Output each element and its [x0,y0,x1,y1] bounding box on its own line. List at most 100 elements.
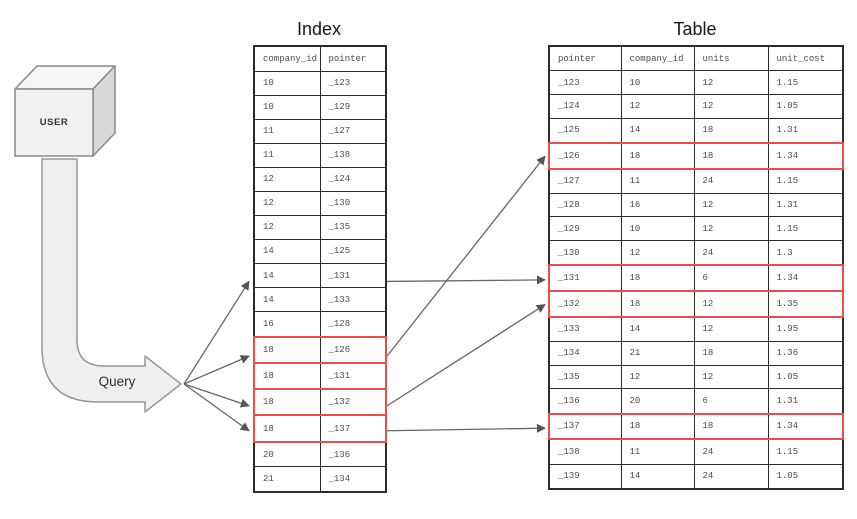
table-cell: _134 [319,466,387,493]
table-cell: _129 [548,216,622,242]
table-cell: _139 [548,463,622,490]
table-cell: 16 [620,192,695,218]
table-row-highlighted: 18_132 [253,388,387,417]
table-cell: 1.15 [767,438,844,465]
table-cell: 1.31 [767,388,844,415]
table-row: 21_134 [253,466,387,493]
table-cell: _123 [319,70,387,96]
table-cell: _134 [548,341,622,366]
table-cell: 18 [693,412,769,441]
table-cell: _138 [548,438,622,465]
table-cell: 12 [253,166,321,192]
table-cell: _133 [319,287,387,313]
table-cell: _131 [548,264,622,293]
table-cell: 1.05 [767,93,844,119]
table-cell: _124 [548,93,622,119]
index-to-table-arrows [386,155,546,433]
table-cell: 20 [253,441,321,468]
table-cell: 10 [253,94,321,120]
table-row: 10_129 [253,94,387,120]
index-to-table-arrow [386,275,546,285]
index-to-table-arrow [386,423,546,433]
column-header: units [693,45,769,72]
table-cell: 14 [253,287,321,313]
table-cell: _135 [319,214,387,240]
table-cell: 18 [620,141,695,170]
table-cell: 18 [253,361,321,391]
table-cell: _128 [319,311,387,338]
table-cell: _130 [319,190,387,216]
table-cell: 1.34 [767,264,844,293]
table-row: 12_124 [253,166,387,192]
query-to-index-arrow [183,355,250,385]
table-cell: 6 [693,264,769,293]
user-cube [14,65,116,157]
table-cell: 12 [693,70,769,95]
table-cell: _125 [319,238,387,265]
table-cell: 20 [620,388,695,415]
table-cell: _125 [548,117,622,144]
query-fan-arrows [183,280,250,432]
table-cell: 11 [253,118,321,144]
column-header: pointer [548,45,622,72]
table-cell: _132 [548,290,622,318]
table-cell: _123 [548,70,622,95]
table-cell: 1.05 [767,463,844,490]
table-row: 20_136 [253,441,387,468]
index-title: Index [296,19,342,39]
table-cell: _131 [319,361,387,391]
user-label: USER [39,117,69,128]
table-cell: 1.15 [767,168,844,194]
table-row: 12_135 [253,214,387,240]
table-cell: 18 [693,341,769,366]
table-cell: 18 [693,117,769,144]
table-cell: 12 [693,364,769,390]
table-cell: 24 [693,438,769,465]
table-cell: _127 [319,118,387,144]
table-cell: _132 [319,388,387,417]
column-header: company_id [253,45,321,72]
table-cell: 1.36 [767,341,844,366]
table-cell: 18 [253,414,321,443]
table-cell: 1.34 [767,141,844,170]
table-cell: 24 [693,240,769,266]
table-cell: 10 [253,70,321,96]
table-cell: 1.34 [767,412,844,441]
table-cell: 14 [620,463,695,490]
table-row: 14_125 [253,238,387,265]
query-to-index-arrow [183,280,250,385]
table-cell: 10 [620,70,695,95]
index-to-table-arrow [386,304,546,407]
table-cell: 12 [693,93,769,119]
table-row-highlighted: 18_137 [253,414,387,443]
table-cell: _126 [548,141,622,170]
table-cell: 16 [253,311,321,338]
table-cell: 6 [693,388,769,415]
table-cell: 12 [693,316,769,343]
table-row: 10_123 [253,70,387,96]
table-cell: 14 [620,117,695,144]
table-row: 11_127 [253,118,387,144]
cube-front-face [14,88,94,157]
table-title: Table [673,19,717,39]
table-cell: _124 [319,166,387,192]
table-cell: 12 [253,214,321,240]
table-row-highlighted: 18_131 [253,361,387,391]
table-cell: 18 [253,335,321,364]
table-cell: 21 [253,466,321,493]
table-cell: _130 [548,240,622,266]
table-cell: _133 [548,316,622,343]
table-cell: _137 [319,414,387,443]
